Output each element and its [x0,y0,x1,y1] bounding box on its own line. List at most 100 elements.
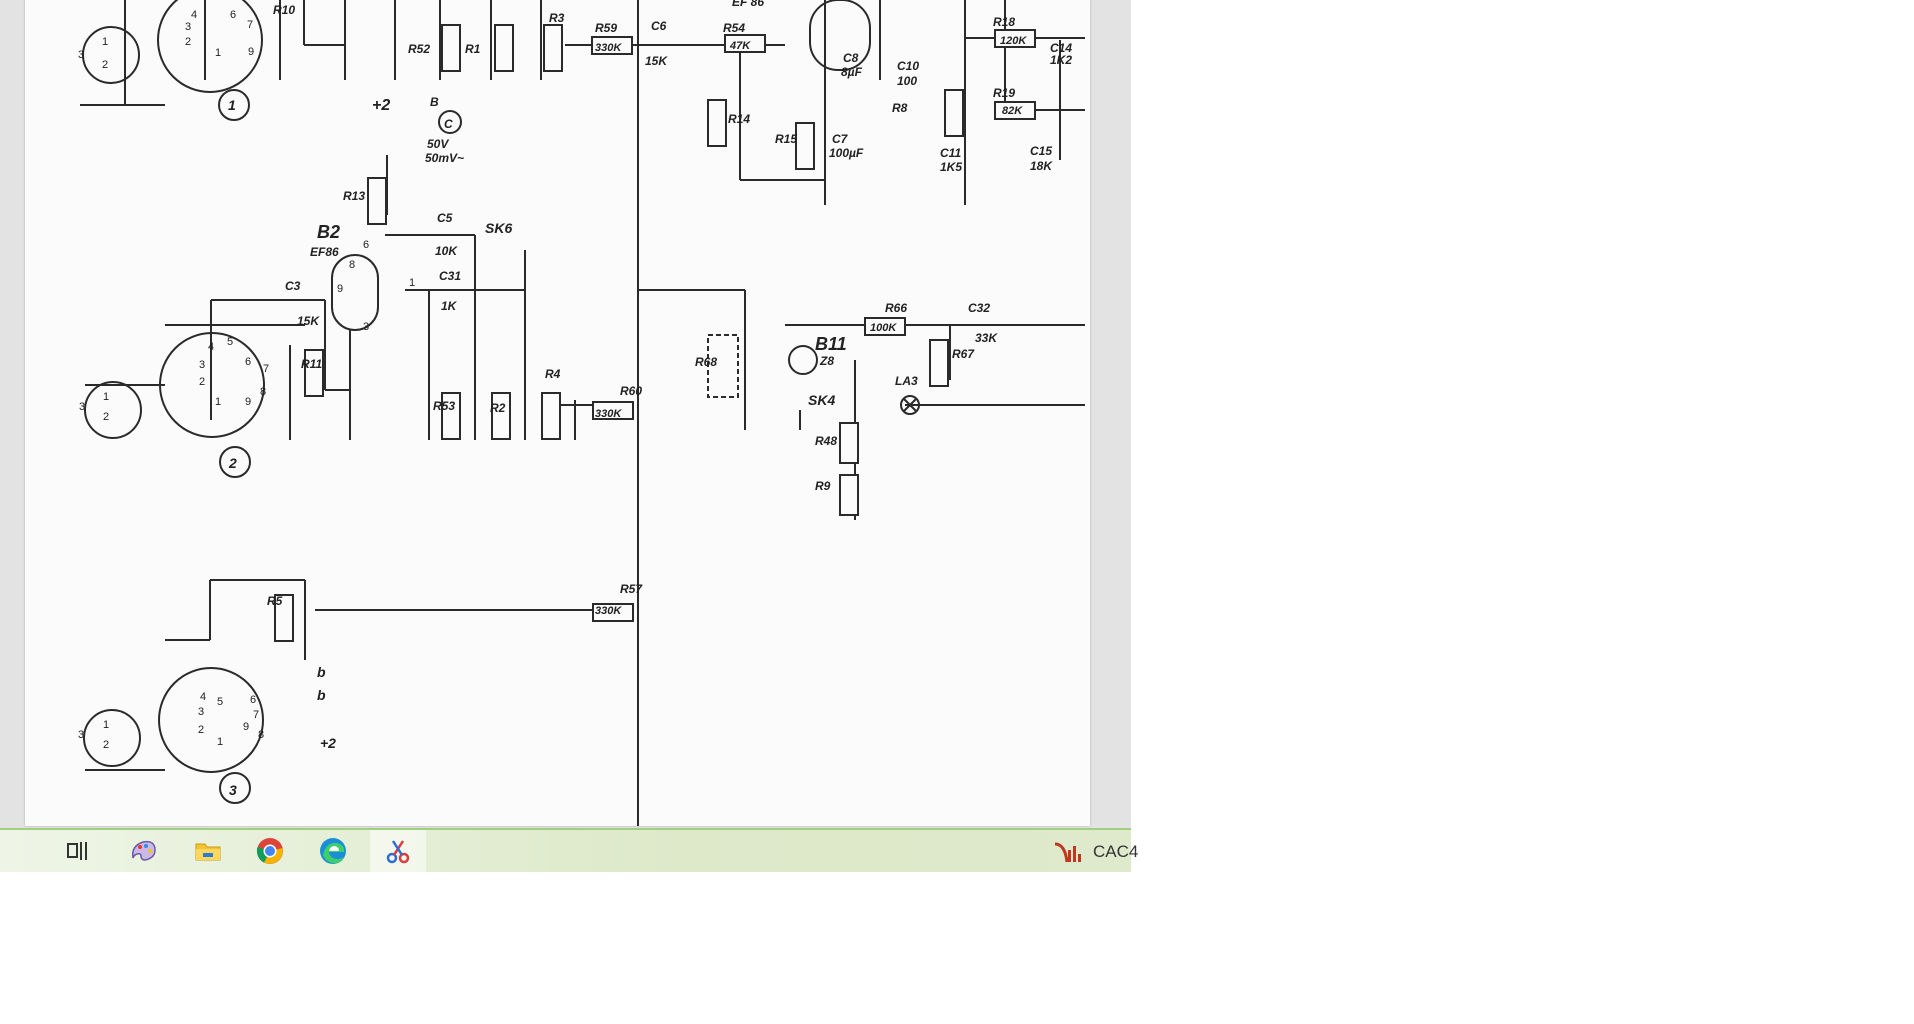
svg-text:8: 8 [258,729,264,741]
svg-text:1: 1 [217,736,223,748]
svg-text:SK4: SK4 [808,392,835,408]
svg-text:2: 2 [185,36,191,48]
svg-text:B: B [430,95,439,109]
svg-text:R1: R1 [465,42,481,56]
svg-text:R54: R54 [723,21,745,35]
svg-text:b: b [317,687,326,703]
svg-text:7: 7 [263,363,269,375]
svg-text:1: 1 [103,719,109,731]
svg-text:C32: C32 [968,301,990,315]
svg-text:6: 6 [250,694,256,706]
svg-text:R11: R11 [301,357,322,371]
svg-text:18K: 18K [1030,159,1053,173]
svg-text:EF 86: EF 86 [732,0,764,9]
svg-text:9: 9 [243,721,249,733]
svg-text:3: 3 [229,782,237,798]
svg-text:1K: 1K [441,299,458,313]
svg-text:8: 8 [349,259,355,271]
svg-text:C6: C6 [651,19,667,33]
svg-text:2: 2 [102,59,108,71]
chrome-icon[interactable] [242,830,298,872]
svg-text:9: 9 [248,46,254,58]
svg-text:R68: R68 [695,355,717,369]
edge-icon[interactable] [305,830,361,872]
svg-text:3: 3 [78,49,84,61]
svg-text:R9: R9 [815,479,831,493]
svg-text:3: 3 [363,321,369,333]
svg-text:R19: R19 [993,86,1015,100]
svg-text:2: 2 [228,455,237,471]
svg-text:+2: +2 [372,97,390,114]
svg-text:R13: R13 [343,189,365,203]
svg-text:1: 1 [215,47,221,59]
svg-text:R14: R14 [728,112,750,126]
svg-text:120K: 120K [1000,35,1027,47]
svg-text:R59: R59 [595,21,617,35]
svg-text:3: 3 [185,21,191,33]
svg-text:33K: 33K [975,331,998,345]
svg-text:R57: R57 [620,582,643,596]
svg-text:1: 1 [103,391,109,403]
svg-text:R5: R5 [267,594,283,608]
svg-text:R52: R52 [408,42,430,56]
svg-text:8: 8 [260,386,266,398]
svg-text:330K: 330K [595,42,622,54]
svg-text:SK6: SK6 [485,220,512,236]
task-view-icon[interactable] [50,830,106,872]
svg-text:Z8: Z8 [819,354,834,368]
svg-text:C31: C31 [439,269,461,283]
svg-text:6: 6 [230,9,236,21]
svg-text:R15: R15 [775,132,797,146]
svg-text:1: 1 [102,36,108,48]
svg-text:C7: C7 [832,132,849,146]
svg-text:R3: R3 [549,11,565,25]
label-r10: R10 [273,3,295,17]
svg-text:2: 2 [103,411,109,423]
svg-text:15K: 15K [297,314,320,328]
svg-text:C: C [444,117,453,131]
svg-text:15K: 15K [645,54,668,68]
svg-text:3: 3 [198,706,204,718]
svg-text:1K5: 1K5 [940,160,962,174]
svg-text:5: 5 [227,336,233,348]
svg-text:9: 9 [245,396,251,408]
svg-text:C3: C3 [285,279,301,293]
svg-text:330K: 330K [595,605,622,617]
snipping-tool-icon[interactable] [370,830,426,872]
svg-text:R67: R67 [952,347,975,361]
svg-text:R4: R4 [545,367,561,381]
tray-app-icon[interactable] [1048,830,1088,872]
svg-text:9: 9 [337,283,343,295]
svg-text:R18: R18 [993,15,1015,29]
svg-text:50mV~: 50mV~ [425,151,464,165]
svg-text:B11: B11 [815,334,847,354]
svg-text:1: 1 [228,97,236,113]
svg-text:R66: R66 [885,301,907,315]
svg-text:2: 2 [199,376,205,388]
svg-text:3: 3 [79,401,85,413]
paint-icon[interactable] [115,830,171,872]
svg-text:4: 4 [200,691,206,703]
svg-text:4: 4 [191,9,197,21]
svg-text:EF86: EF86 [310,245,339,259]
taskbar: CAC4 [0,828,1138,872]
svg-text:50V: 50V [427,137,449,151]
svg-text:1: 1 [409,277,415,289]
svg-text:R53: R53 [433,399,455,413]
svg-text:R8: R8 [892,101,908,115]
svg-text:1K2: 1K2 [1050,53,1072,67]
svg-text:100µF: 100µF [829,146,864,160]
svg-text:C14: C14 [1050,41,1072,55]
svg-text:6: 6 [363,239,369,251]
svg-text:330K: 330K [595,408,622,420]
file-explorer-icon[interactable] [180,830,236,872]
svg-text:5: 5 [217,696,223,708]
svg-text:B2: B2 [317,222,340,242]
svg-text:7: 7 [253,709,259,721]
svg-text:2: 2 [198,724,204,736]
svg-text:LA3: LA3 [895,374,918,388]
tray-app-label[interactable]: CAC4 [1093,842,1139,861]
svg-text:100K: 100K [870,322,897,334]
